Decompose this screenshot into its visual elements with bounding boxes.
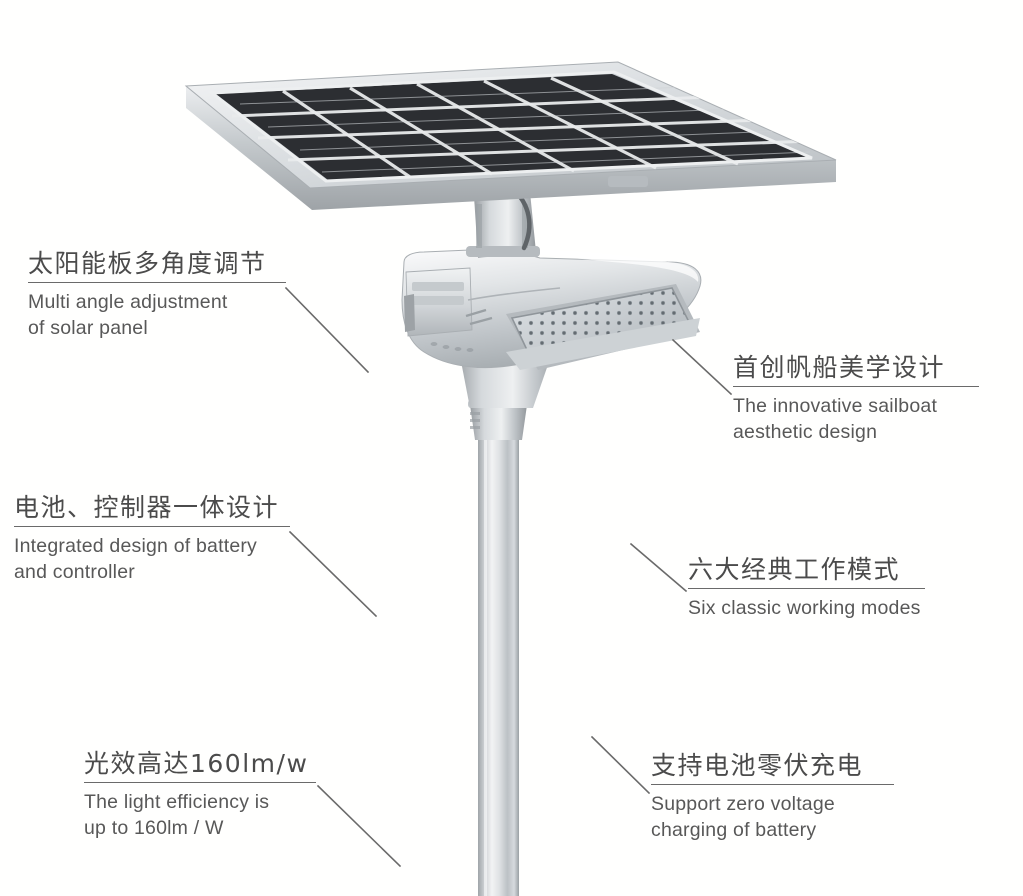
lamp-head [401,249,702,408]
callout-working-modes: 六大经典工作模式 Six classic working modes [688,554,925,622]
callout-subtitle-en: The innovative sailboat aesthetic design [733,395,938,443]
callout-solar-panel-adjustment: 太阳能板多角度调节 Multi angle adjustment of sola… [28,248,286,342]
callout-rule [733,386,979,388]
leader-line-sailboat-design [671,338,733,396]
solar-cells [216,74,813,180]
callout-subtitle-en: Support zero voltage charging of battery [651,793,835,841]
leader-line-solar-panel-adjustment [284,286,370,374]
callout-rule [651,784,894,786]
callout-integrated-battery-controller: 电池、控制器一体设计 Integrated design of battery … [14,492,290,586]
leader-line-light-efficiency [316,784,402,868]
callout-zero-voltage-charging: 支持电池零伏充电 Support zero voltage charging o… [651,750,894,844]
callout-title-cn: 光效高达160lm/w [84,749,309,778]
leader-line-integrated-battery-controller [288,530,378,618]
leader-line-zero-voltage-charging [590,735,651,795]
callout-title-cn: 电池、控制器一体设计 [14,493,280,522]
callout-sailboat-design: 首创帆船美学设计 The innovative sailboat aesthet… [733,352,979,446]
callout-light-efficiency: 光效高达160lm/w The light efficiency is up t… [84,748,316,842]
callout-subtitle-en: Integrated design of battery and control… [14,535,258,583]
callout-rule [28,282,286,284]
callout-rule [84,782,316,784]
callout-subtitle-en: The light efficiency is up to 160lm / W [84,791,270,839]
leader-line-working-modes [629,542,688,593]
pole-collar [468,400,529,440]
callout-title-cn: 首创帆船美学设计 [733,353,946,382]
led-array [512,288,694,365]
vent-ribs [430,342,474,352]
panel-mounting-bracket [461,183,543,258]
callout-subtitle-en: Multi angle adjustment of solar panel [28,291,228,339]
callout-title-cn: 支持电池零伏充电 [651,751,864,780]
pole [478,430,519,896]
battery-controller-housing [404,267,473,337]
callout-rule [688,588,925,590]
solar-panel [184,61,837,210]
callout-title-cn: 太阳能板多角度调节 [28,249,267,278]
callout-subtitle-en: Six classic working modes [688,597,921,620]
callout-title-cn: 六大经典工作模式 [688,555,901,584]
callout-rule [14,526,290,528]
